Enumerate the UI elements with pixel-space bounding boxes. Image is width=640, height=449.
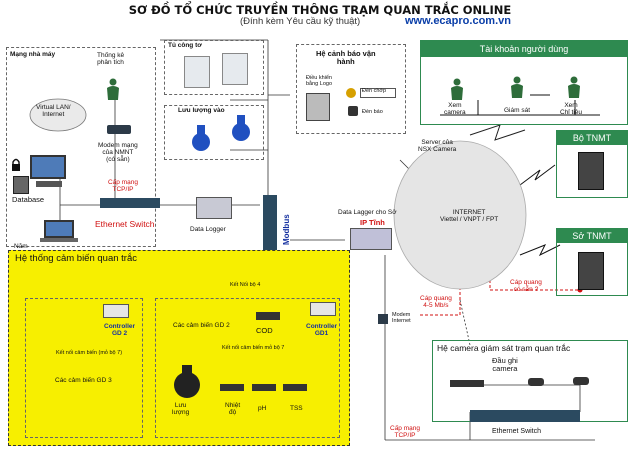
department-server-icon (578, 252, 604, 290)
datalogger-label: Data Logger (190, 226, 226, 233)
existing-fiber-label: Cáp quang có sẵn ? (510, 279, 542, 293)
ministry-server-icon (578, 152, 604, 190)
user-accounts-panel (420, 40, 628, 125)
user-accounts-title: Tài khoản người dùng (421, 41, 627, 57)
laptop-icon (40, 220, 78, 244)
camera-system-title: Hệ camera giám sát trạm quan trắc (437, 343, 571, 353)
modbus-label: Modbus (282, 214, 291, 245)
temperature-label: Nhiệt độ (225, 402, 241, 416)
lock-icon (11, 158, 21, 171)
stats-label: Thống kê phân tích (97, 52, 125, 66)
vlan-label: Virtual LAN/ Internet (36, 104, 71, 118)
dvr-label: Đầu ghi camera (492, 356, 518, 373)
factory-network-panel (6, 47, 156, 247)
flow-sensor-label: Lưu lượng (172, 402, 190, 416)
siren-icon (346, 88, 356, 98)
controller-gd2-label: Controller GD 2 (104, 323, 136, 337)
controller-gd1-label: Controller GD1 (306, 323, 338, 337)
database-server-icon (13, 176, 29, 194)
department-title: Sở TNMT (557, 229, 627, 243)
user-view-index-icon (567, 76, 581, 98)
controller-gd1-panel (155, 298, 340, 438)
meter-cabinet-title: Tủ công tơ (168, 42, 202, 49)
gd3-sensors-label: Các cảm biến GD 3 (55, 377, 112, 384)
flow-panel (164, 105, 264, 160)
internet-modem-label: Modem Internet (392, 312, 411, 324)
camera-ethernet-switch-bar (470, 410, 580, 422)
logo-control-label: Điều khiển bằng Logo (306, 75, 332, 87)
power-meter-1 (184, 56, 210, 88)
tcp-ip-label: Cấp mạng TCP/IP (108, 179, 138, 193)
ph-sensor-icon (252, 384, 276, 391)
sensor-bus7a-label: Kết nối cảm biến (mỏ bộ 7) (56, 350, 123, 356)
ethernet-switch-label: Ethernet Switch (95, 219, 155, 229)
tss-label: TSS (290, 405, 303, 412)
ethernet-switch-bar (100, 198, 160, 208)
temperature-sensor-icon (220, 384, 244, 391)
indicator-light-label: Đèn báo (362, 109, 383, 115)
cod-sensor-icon (256, 312, 280, 320)
logo-controller-icon (306, 93, 330, 121)
sensor-bus7b-label: Kết nối cảm biến mỏ bộ 7 (222, 345, 285, 351)
website-link[interactable]: www.ecapro.com.vn (405, 15, 511, 27)
sensor-system-title: Hệ thống cảm biến quan trắc (15, 253, 137, 264)
camera-tcp-label: Cấp mạng TCP/IP (390, 425, 420, 439)
speaker-icon (348, 106, 358, 116)
analyst-person-icon (106, 78, 120, 100)
user-view-index-label: Xem Chỉ tiêu (560, 102, 583, 116)
workstation-computer-icon (30, 155, 70, 191)
department-panel (556, 228, 628, 296)
ministry-title: Bộ TNMT (557, 131, 627, 145)
flash-light-label-box (360, 88, 396, 98)
logger-ip-device-icon (350, 228, 392, 250)
controller-gd2-device (103, 304, 129, 318)
flash-light-label: Đèn chớp (362, 88, 387, 94)
camera-ethernet-switch-label: Ethernet Switch (492, 428, 542, 435)
internet-label: INTERNET Viettel / VNPT / FPT (440, 209, 499, 223)
user-monitor-icon (510, 76, 524, 98)
flowmeter-1-icon (186, 125, 216, 151)
ministry-panel (556, 130, 628, 198)
modbus-bar (263, 195, 277, 250)
controller-gd2-panel (25, 298, 143, 438)
user-view-camera-label: Xem camera (444, 102, 466, 116)
page-subtitle: (Đính kèm Yêu cầu kỹ thuật) (240, 16, 361, 27)
modem-label: Modem mạng của NMNT (có sẵn) (98, 142, 138, 163)
static-ip-label: IP Tĩnh (360, 218, 385, 227)
logger-ip-label: Data Lagger cho Sở (338, 209, 397, 216)
factory-network-title: Mạng nhà máy (10, 51, 56, 58)
camera-1-icon (528, 378, 544, 386)
flow-panel-title: Lưu lượng vào (178, 107, 225, 114)
power-meter-2 (222, 53, 248, 85)
user-view-camera-icon (450, 78, 464, 100)
nam-label: Năm (14, 243, 28, 250)
tss-sensor-icon (283, 384, 307, 391)
flow-sensor-icon (170, 365, 204, 399)
database-label: Database (12, 195, 45, 204)
sensor-bus4-label: Kết Nối bộ 4 (230, 282, 261, 288)
virtual-lan-cloud-icon (28, 95, 88, 135)
fiber-optic-label: Cáp quang 4-5 Mb/s (420, 295, 452, 309)
dvr-device-icon (450, 380, 484, 387)
flowmeter-2-icon (226, 115, 256, 141)
alarm-title: Hệ cảnh báo vận hành (316, 49, 376, 66)
cod-label: COD (256, 326, 273, 335)
alarm-panel (296, 44, 406, 134)
internet-cloud-icon (390, 130, 530, 300)
sensor-system-panel (8, 250, 350, 446)
page-title: SƠ ĐỒ TỔ CHỨC TRUYỀN THÔNG TRẠM QUAN TRẮ… (128, 3, 512, 17)
camera-server-label: Server của NSX Camera (418, 139, 457, 153)
datalogger-device-icon (196, 197, 232, 219)
ph-label: pH (258, 405, 267, 412)
internet-modem-icon (378, 314, 388, 324)
modem-icon (107, 125, 131, 134)
meter-cabinet-panel (164, 40, 264, 95)
controller-gd1-device (310, 302, 336, 316)
gd2-sensors-label: Các cảm biến GD 2 (173, 322, 230, 329)
user-monitor-label: Giám sát (504, 107, 531, 114)
camera-2-icon (573, 377, 589, 385)
